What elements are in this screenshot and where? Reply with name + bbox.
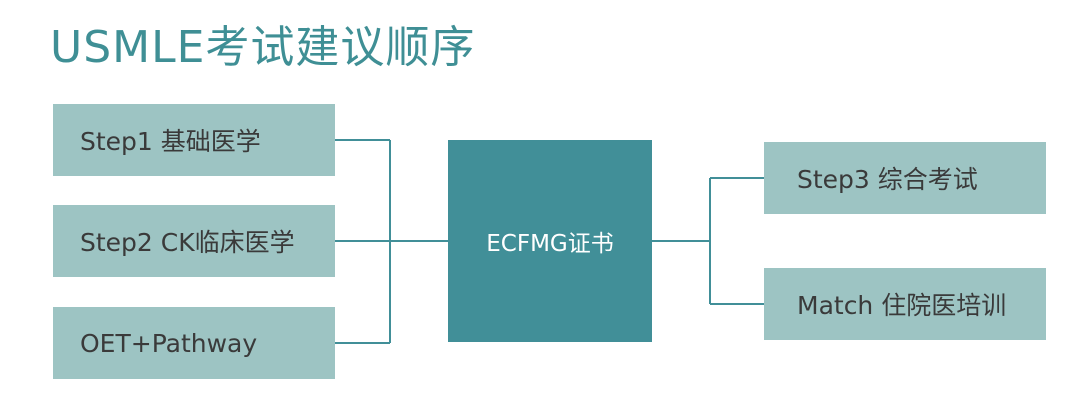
ecfmg-label: ECFMG证书: [486, 231, 614, 257]
match-label: Match 住院医培训: [797, 291, 1007, 320]
step3-label: Step3 综合考试: [797, 165, 978, 194]
step3-box: Step3 综合考试: [764, 142, 1046, 214]
page-title: USMLE考试建议顺序: [50, 22, 476, 73]
ecfmg-box: ECFMG证书: [448, 140, 652, 342]
step2-box: Step2 CK临床医学: [53, 205, 335, 277]
step1-label: Step1 基础医学: [80, 127, 261, 156]
match-box: Match 住院医培训: [764, 268, 1046, 340]
oet-label: OET+Pathway: [80, 328, 258, 358]
step1-box: Step1 基础医学: [53, 104, 335, 176]
oet-box: OET+Pathway: [53, 307, 335, 379]
step2-label: Step2 CK临床医学: [80, 228, 295, 257]
